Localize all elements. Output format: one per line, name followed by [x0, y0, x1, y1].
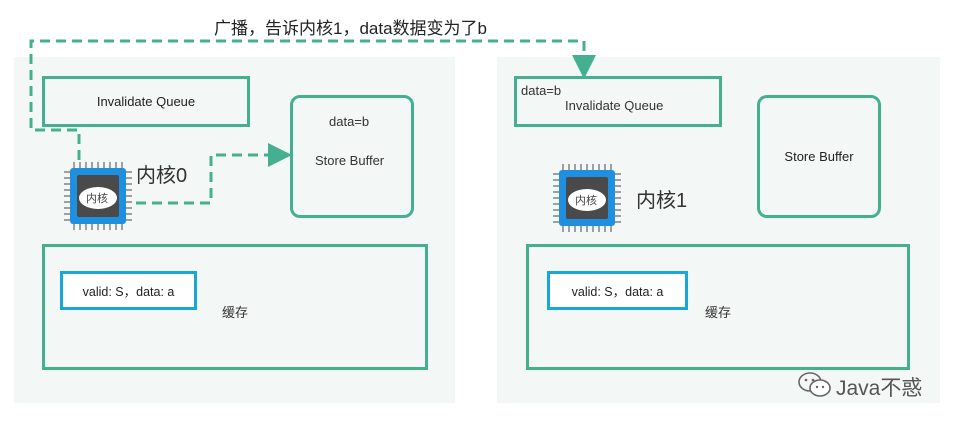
cpu-chip-icon: 内核: [62, 160, 134, 232]
invalidate-queue-label: Invalidate Queue: [565, 98, 664, 113]
cpu-chip-icon: 内核: [551, 162, 623, 234]
store-buffer-label: Store Buffer: [315, 153, 385, 168]
cache-line-core0: valid: S，data: a: [60, 271, 197, 310]
invalidate-queue-core1: data=b Invalidate Queue: [514, 76, 722, 127]
cache-line-text: valid: S，data: a: [571, 285, 664, 299]
queue-entry: data=b: [521, 83, 562, 98]
core-chip-label: 内核: [86, 193, 108, 205]
cache-line-text: valid: S，data: a: [82, 285, 175, 299]
watermark-text: Java不惑: [836, 377, 923, 400]
cache-line-core1: valid: S，data: a: [547, 271, 688, 310]
cache-label-core1: 缓存: [705, 305, 732, 320]
store-buffer-core0: data=b Store Buffer: [290, 95, 414, 218]
core0-name: 内核0: [136, 165, 188, 187]
invalidate-queue-core0: Invalidate Queue: [42, 76, 250, 127]
store-buffer-label: Store Buffer: [784, 149, 854, 164]
core-chip-label: 内核: [575, 195, 597, 207]
invalidate-queue-label: Invalidate Queue: [96, 94, 196, 109]
store-buffer-entry: data=b: [329, 114, 370, 129]
cache-label-core0: 缓存: [222, 305, 249, 320]
core1-name: 内核1: [636, 190, 688, 212]
cache-core1: [526, 244, 910, 370]
cache-core0: [42, 244, 428, 370]
store-buffer-core1: Store Buffer: [757, 95, 881, 218]
wechat-logo-icon: [797, 370, 833, 400]
broadcast-text: 广播，告诉内核1，data数据变为了b: [214, 19, 487, 38]
